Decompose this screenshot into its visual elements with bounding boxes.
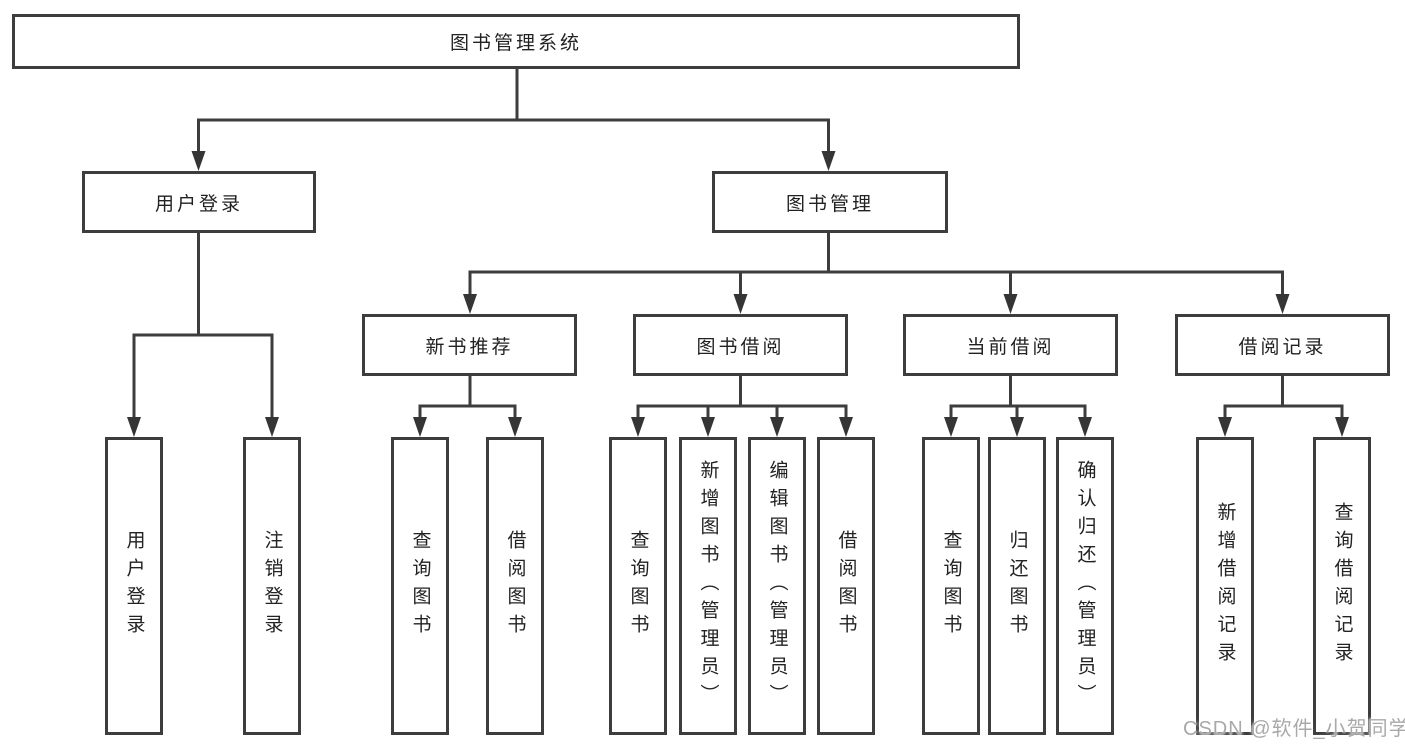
leaf-confirm-return-admin: 确认归还（管理员） xyxy=(1056,437,1114,735)
connector-user-login-children xyxy=(127,233,279,437)
leaf-query-books: 查询图书 xyxy=(391,437,449,735)
node-library-management-system: 图书管理系统 xyxy=(12,14,1020,69)
leaf-logout: 注销登录 xyxy=(243,437,301,735)
leaf-query-books-3: 查询图书 xyxy=(922,437,980,735)
node-book-management: 图书管理 xyxy=(712,171,948,233)
leaf-query-books-2: 查询图书 xyxy=(609,437,667,735)
connector-current-borrowing-children xyxy=(944,376,1092,437)
node-new-book-recommend: 新书推荐 xyxy=(362,314,577,376)
node-user-login: 用户登录 xyxy=(82,171,316,233)
leaf-borrow-books-2: 借阅图书 xyxy=(817,437,875,735)
leaf-add-books-admin: 新增图书（管理员） xyxy=(679,437,737,735)
node-borrow-records: 借阅记录 xyxy=(1175,314,1390,376)
node-book-borrowing: 图书借阅 xyxy=(633,314,848,376)
leaf-return-books: 归还图书 xyxy=(988,437,1046,735)
connector-book-management-children xyxy=(463,233,1290,314)
connector-borrow-records-children xyxy=(1218,376,1349,437)
leaf-user-login: 用户登录 xyxy=(105,437,163,735)
leaf-edit-books-admin: 编辑图书（管理员） xyxy=(748,437,806,735)
connector-book-borrowing-children xyxy=(631,376,853,437)
connector-new-book-recommend-children xyxy=(413,376,522,437)
leaf-query-borrow-record: 查询借阅记录 xyxy=(1313,437,1371,735)
node-current-borrowing: 当前借阅 xyxy=(903,314,1118,376)
leaf-add-borrow-record: 新增借阅记录 xyxy=(1196,437,1254,735)
csdn-watermark: CSDN @软件_小贺同学 xyxy=(1183,718,1405,740)
leaf-borrow-books: 借阅图书 xyxy=(486,437,544,735)
connector-root-to-level1 xyxy=(191,68,836,171)
